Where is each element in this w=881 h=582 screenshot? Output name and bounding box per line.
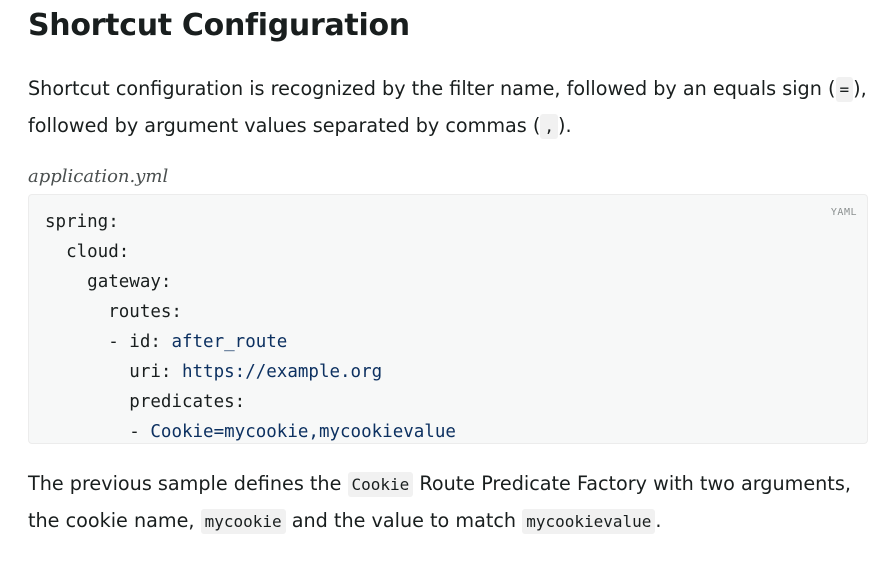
intro-paragraph: Shortcut configuration is recognized by … bbox=[28, 71, 868, 144]
code-line: spring: bbox=[45, 207, 851, 237]
code-line: cloud: bbox=[45, 237, 851, 267]
after-text-middle1: Route Predicate Factory with two argumen… bbox=[28, 472, 851, 532]
code-value: Cookie=mycookie,mycookievalue bbox=[150, 422, 456, 442]
code-key: gateway: bbox=[87, 272, 172, 292]
code-line: - Cookie=mycookie,mycookievalue bbox=[45, 417, 851, 447]
inline-code-cookie: Cookie bbox=[347, 472, 414, 497]
code-line: - id: after_route bbox=[45, 327, 851, 357]
code-line: routes: bbox=[45, 297, 851, 327]
intro-text-before: Shortcut configuration is recognized by … bbox=[28, 77, 836, 100]
code-value: https://example.org bbox=[181, 362, 383, 382]
code-language-label: YAML bbox=[830, 207, 857, 218]
code-key: routes: bbox=[108, 302, 182, 322]
yaml-code-block[interactable]: YAML spring: cloud: gateway: routes: - i… bbox=[28, 194, 868, 444]
code-caption: application.yml bbox=[28, 166, 169, 187]
code-key: spring: bbox=[45, 212, 119, 232]
code-key: uri: bbox=[129, 362, 182, 382]
explanation-paragraph: The previous sample defines the Cookie R… bbox=[28, 466, 868, 539]
intro-text-middle: ), followed by argument values separated… bbox=[28, 77, 867, 137]
inline-code-equals: = bbox=[835, 77, 854, 102]
code-line: gateway: bbox=[45, 267, 851, 297]
after-text-after: . bbox=[655, 508, 662, 532]
inline-code-comma: , bbox=[540, 113, 559, 139]
code-key: - bbox=[129, 422, 151, 442]
code-value: after_route bbox=[171, 332, 288, 352]
code-key: cloud: bbox=[66, 242, 130, 262]
code-line: uri: https://example.org bbox=[45, 357, 851, 387]
code-line: predicates: bbox=[45, 387, 851, 417]
document-section: Shortcut Configuration Shortcut configur… bbox=[28, 0, 868, 539]
code-key: predicates: bbox=[129, 392, 246, 412]
section-heading: Shortcut Configuration bbox=[28, 8, 410, 43]
after-text-middle2: and the value to match bbox=[285, 508, 523, 532]
inline-code-mycookievalue: mycookievalue bbox=[522, 508, 656, 534]
after-text-before: The previous sample defines the bbox=[28, 472, 348, 495]
inline-code-mycookie: mycookie bbox=[200, 508, 286, 534]
intro-text-after: ). bbox=[558, 113, 572, 137]
code-key: - id: bbox=[108, 332, 172, 352]
